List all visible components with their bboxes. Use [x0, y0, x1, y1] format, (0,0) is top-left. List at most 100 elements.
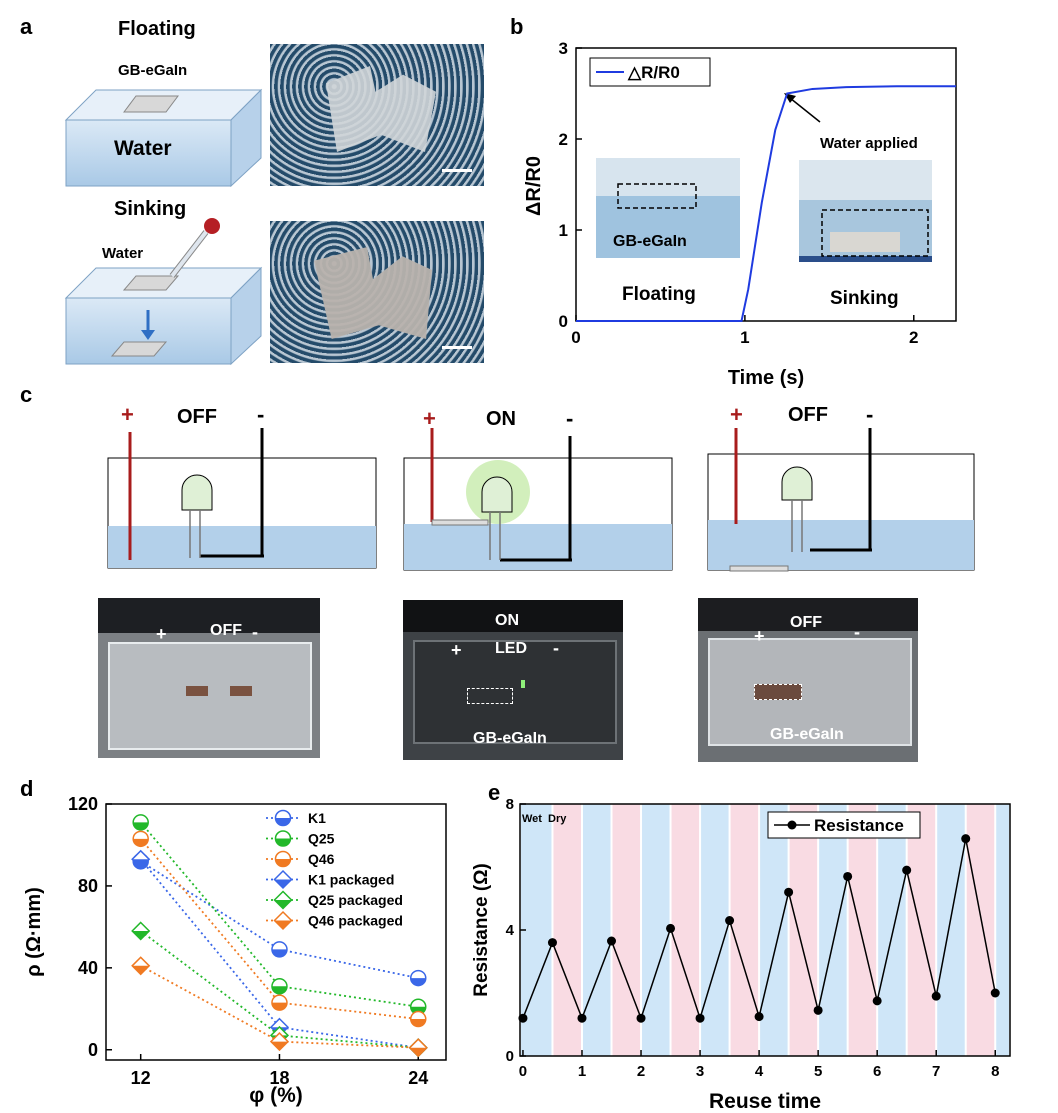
chart-d-legend-marker-fill: [275, 838, 291, 846]
chart-e-band: [612, 804, 641, 1056]
chart-e-band: [789, 804, 818, 1056]
chart-e-band: [819, 804, 847, 1056]
chart-b-inset-sinking-box: [821, 209, 929, 257]
photo-3-material: GB-eGaIn: [770, 726, 844, 743]
chart-d-series: [131, 814, 428, 1058]
chart-e-band: [701, 804, 729, 1056]
photo-1-plus: +: [156, 624, 167, 644]
chart-d-point-fill: [271, 986, 287, 994]
chart-d-point-fill: [271, 1002, 287, 1011]
chart-e-band: [848, 804, 877, 1056]
diagram-2-water: [404, 524, 672, 570]
chart-d-legend-label: Q46: [308, 851, 335, 867]
chart-e-xtick-label: 8: [991, 1063, 999, 1080]
chart-e-ytick-label: 4: [506, 922, 515, 939]
chart-d-point-fill: [409, 1047, 427, 1057]
chart-b-inset-floating-box: [617, 183, 697, 209]
diagram-3-sunken-sample: [729, 565, 789, 572]
chart-d-point-fill: [271, 949, 287, 957]
chart-e-point: [961, 834, 971, 844]
diagram-1-plus: +: [121, 402, 134, 427]
diagram-1-state: OFF: [177, 406, 217, 428]
chart-b-xtick-label: 2: [909, 328, 918, 347]
chart-e-wet-label: Wet: [522, 813, 542, 825]
chart-d-ytick-label: 120: [68, 794, 98, 814]
chart-e-point: [636, 1013, 646, 1023]
diagram-3-plus: +: [730, 402, 743, 427]
chart-d-legend-marker-fill: [274, 879, 292, 888]
photo-1-state: OFF: [210, 622, 242, 639]
photo-2-plus: +: [451, 640, 462, 660]
chart-e-ytick-label: 8: [506, 796, 514, 813]
circuit-diagrams: [107, 428, 975, 572]
chart-e-legend-marker: [787, 820, 797, 830]
chart-e-point: [902, 865, 912, 875]
chart-b-series-line: [576, 85, 956, 322]
chart-e-band: [937, 804, 965, 1056]
chart-b-xtick-label: 1: [740, 328, 749, 347]
chart-e-band: [582, 804, 611, 1056]
chart-d-point-fill: [132, 965, 150, 975]
circuit-photo-off-1: + OFF -: [98, 598, 320, 758]
diagram-2-state: ON: [486, 408, 516, 430]
chart-e-band: [996, 804, 1009, 1056]
sinking-photo: [270, 221, 484, 363]
chart-d-point-fill: [133, 822, 149, 830]
chart-d-legend-marker-fill: [274, 920, 292, 929]
chart-e-band: [642, 804, 670, 1056]
diagram-1-minus: -: [257, 402, 265, 427]
chart-d-legend-marker-fill: [275, 818, 291, 826]
sinking-title: Sinking: [114, 198, 187, 220]
photo-2-minus: -: [553, 638, 559, 658]
chart-e-point: [872, 996, 882, 1006]
chart-d-series-line: [140, 858, 419, 1049]
chart-e-band: [553, 804, 581, 1056]
chart-e-point: [518, 1013, 528, 1023]
chart-b-arrow-line: [789, 97, 821, 123]
chart-d-xtick-label: 24: [408, 1068, 428, 1088]
chart-b-inset-floating-surface: [596, 158, 740, 196]
photo-3-state: OFF: [790, 614, 822, 631]
chart-d-legend-marker-fill: [275, 859, 291, 867]
chart-e-band: [521, 804, 552, 1056]
chart-d-point-fill: [132, 930, 150, 940]
chart-e-point: [577, 1013, 587, 1023]
water-label: Water: [114, 137, 172, 160]
chart-b-xtick-label: 0: [571, 328, 580, 347]
chart-d-point-fill: [270, 1041, 288, 1051]
chart-d-xtick-label: 18: [269, 1068, 289, 1088]
circuit-photo-on: + ON LED - GB-eGaIn: [403, 600, 623, 760]
chart-e-point: [843, 871, 853, 881]
chart-e-xtick-label: 2: [637, 1063, 645, 1080]
chart-e-point: [990, 988, 1000, 998]
chart-d-series-line: [140, 965, 419, 1049]
chart-b-inset-sinking-bottom: [799, 256, 932, 262]
floating-photo: [270, 44, 484, 186]
panel-label-d: d: [20, 776, 34, 801]
chart-b-ylabel: ΔR/R0: [523, 156, 545, 216]
diagram-1-water: [108, 526, 376, 568]
chart-d-xlabel: φ (%): [249, 1084, 303, 1107]
chart-d-legend-label: K1 packaged: [308, 872, 394, 888]
chart-e-point: [754, 1012, 764, 1022]
chart-e-xtick-label: 5: [814, 1063, 822, 1080]
chart-e-xtick-label: 1: [578, 1063, 586, 1080]
photo-2-state: ON: [495, 612, 519, 629]
chart-d-legend-label: Q25 packaged: [308, 892, 403, 908]
diagram-3-state: OFF: [788, 404, 828, 426]
chart-e-point: [784, 887, 794, 897]
chart-d-ytick-label: 0: [88, 1040, 98, 1060]
chart-d-legend-marker-fill: [274, 900, 292, 909]
chart-b-inset-label: GB-eGaIn: [613, 233, 687, 250]
chart-b-sinking-caption: Sinking: [830, 288, 899, 309]
photo-2-material: GB-eGaIn: [473, 730, 547, 747]
chart-d-point-fill: [133, 838, 149, 847]
diagram-2-minus: -: [566, 406, 574, 431]
chart-e-points: [518, 834, 1000, 1023]
chart-b-floating-caption: Floating: [622, 284, 696, 305]
chart-d-legend-label: K1: [308, 810, 326, 826]
chart-e-xtick-label: 3: [696, 1063, 704, 1080]
chart-e-ylabel: Resistance (Ω): [471, 863, 492, 997]
